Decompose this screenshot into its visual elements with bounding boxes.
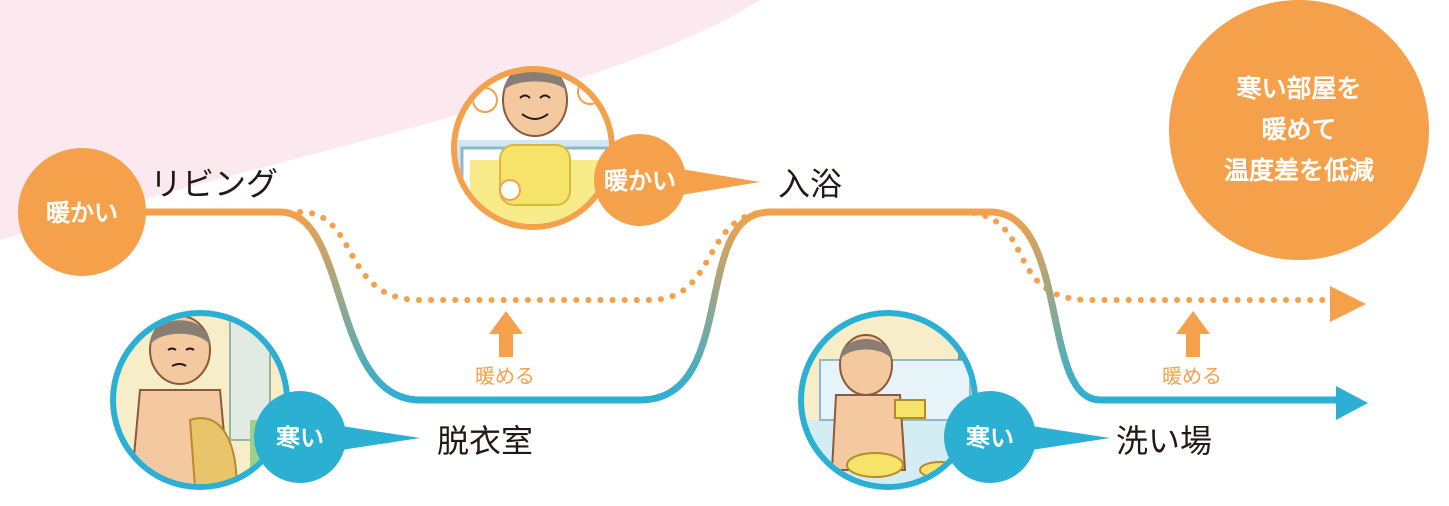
warm-badge-bath (594, 134, 686, 226)
cold-badge-dressing-pointer (335, 425, 420, 451)
dotted-warm-path (297, 209, 1333, 303)
pink-background (0, 0, 760, 240)
warm-badge-living (18, 148, 146, 276)
tip-line-3: 温度差を低減 (1224, 156, 1374, 185)
tip-line-1: 寒い部屋を (1236, 74, 1361, 103)
dressing-node: 寒い 脱衣室 (110, 310, 533, 490)
heat-label-right: 暖める (1162, 364, 1222, 388)
cold-badge-dressing (254, 391, 346, 483)
heat-label-left: 暖める (475, 364, 535, 388)
room-label-dressing: 脱衣室 (437, 422, 533, 460)
heat-arrow-left: 暖める (475, 311, 535, 388)
warm-badge-bath-pointer (675, 168, 760, 196)
room-label-washing: 洗い場 (1116, 422, 1212, 460)
room-label-bath: 入浴 (778, 165, 842, 203)
solid-arrowhead (1336, 386, 1368, 420)
heat-arrow-right: 暖める (1162, 311, 1222, 388)
warm-badge-bath-label: 暖かい (604, 167, 676, 195)
washing-node: 寒い 洗い場 (798, 310, 1212, 490)
cold-badge-washing (944, 391, 1036, 483)
cold-badge-dressing-label: 寒い (276, 424, 324, 452)
room-label-living: リビング (150, 165, 278, 203)
cold-badge-washing-pointer (1025, 425, 1110, 451)
dotted-arrowhead (1330, 286, 1366, 322)
solid-temp-path (76, 208, 1344, 404)
cold-badge-washing-label: 寒い (966, 424, 1014, 452)
living-node: 暖かい リビング (18, 148, 278, 276)
tip-circle: 寒い部屋を 暖めて 温度差を低減 (1169, 0, 1429, 260)
tip-line-2: 暖めて (1261, 115, 1336, 144)
warm-badge-living-label: 暖かい (46, 199, 118, 227)
